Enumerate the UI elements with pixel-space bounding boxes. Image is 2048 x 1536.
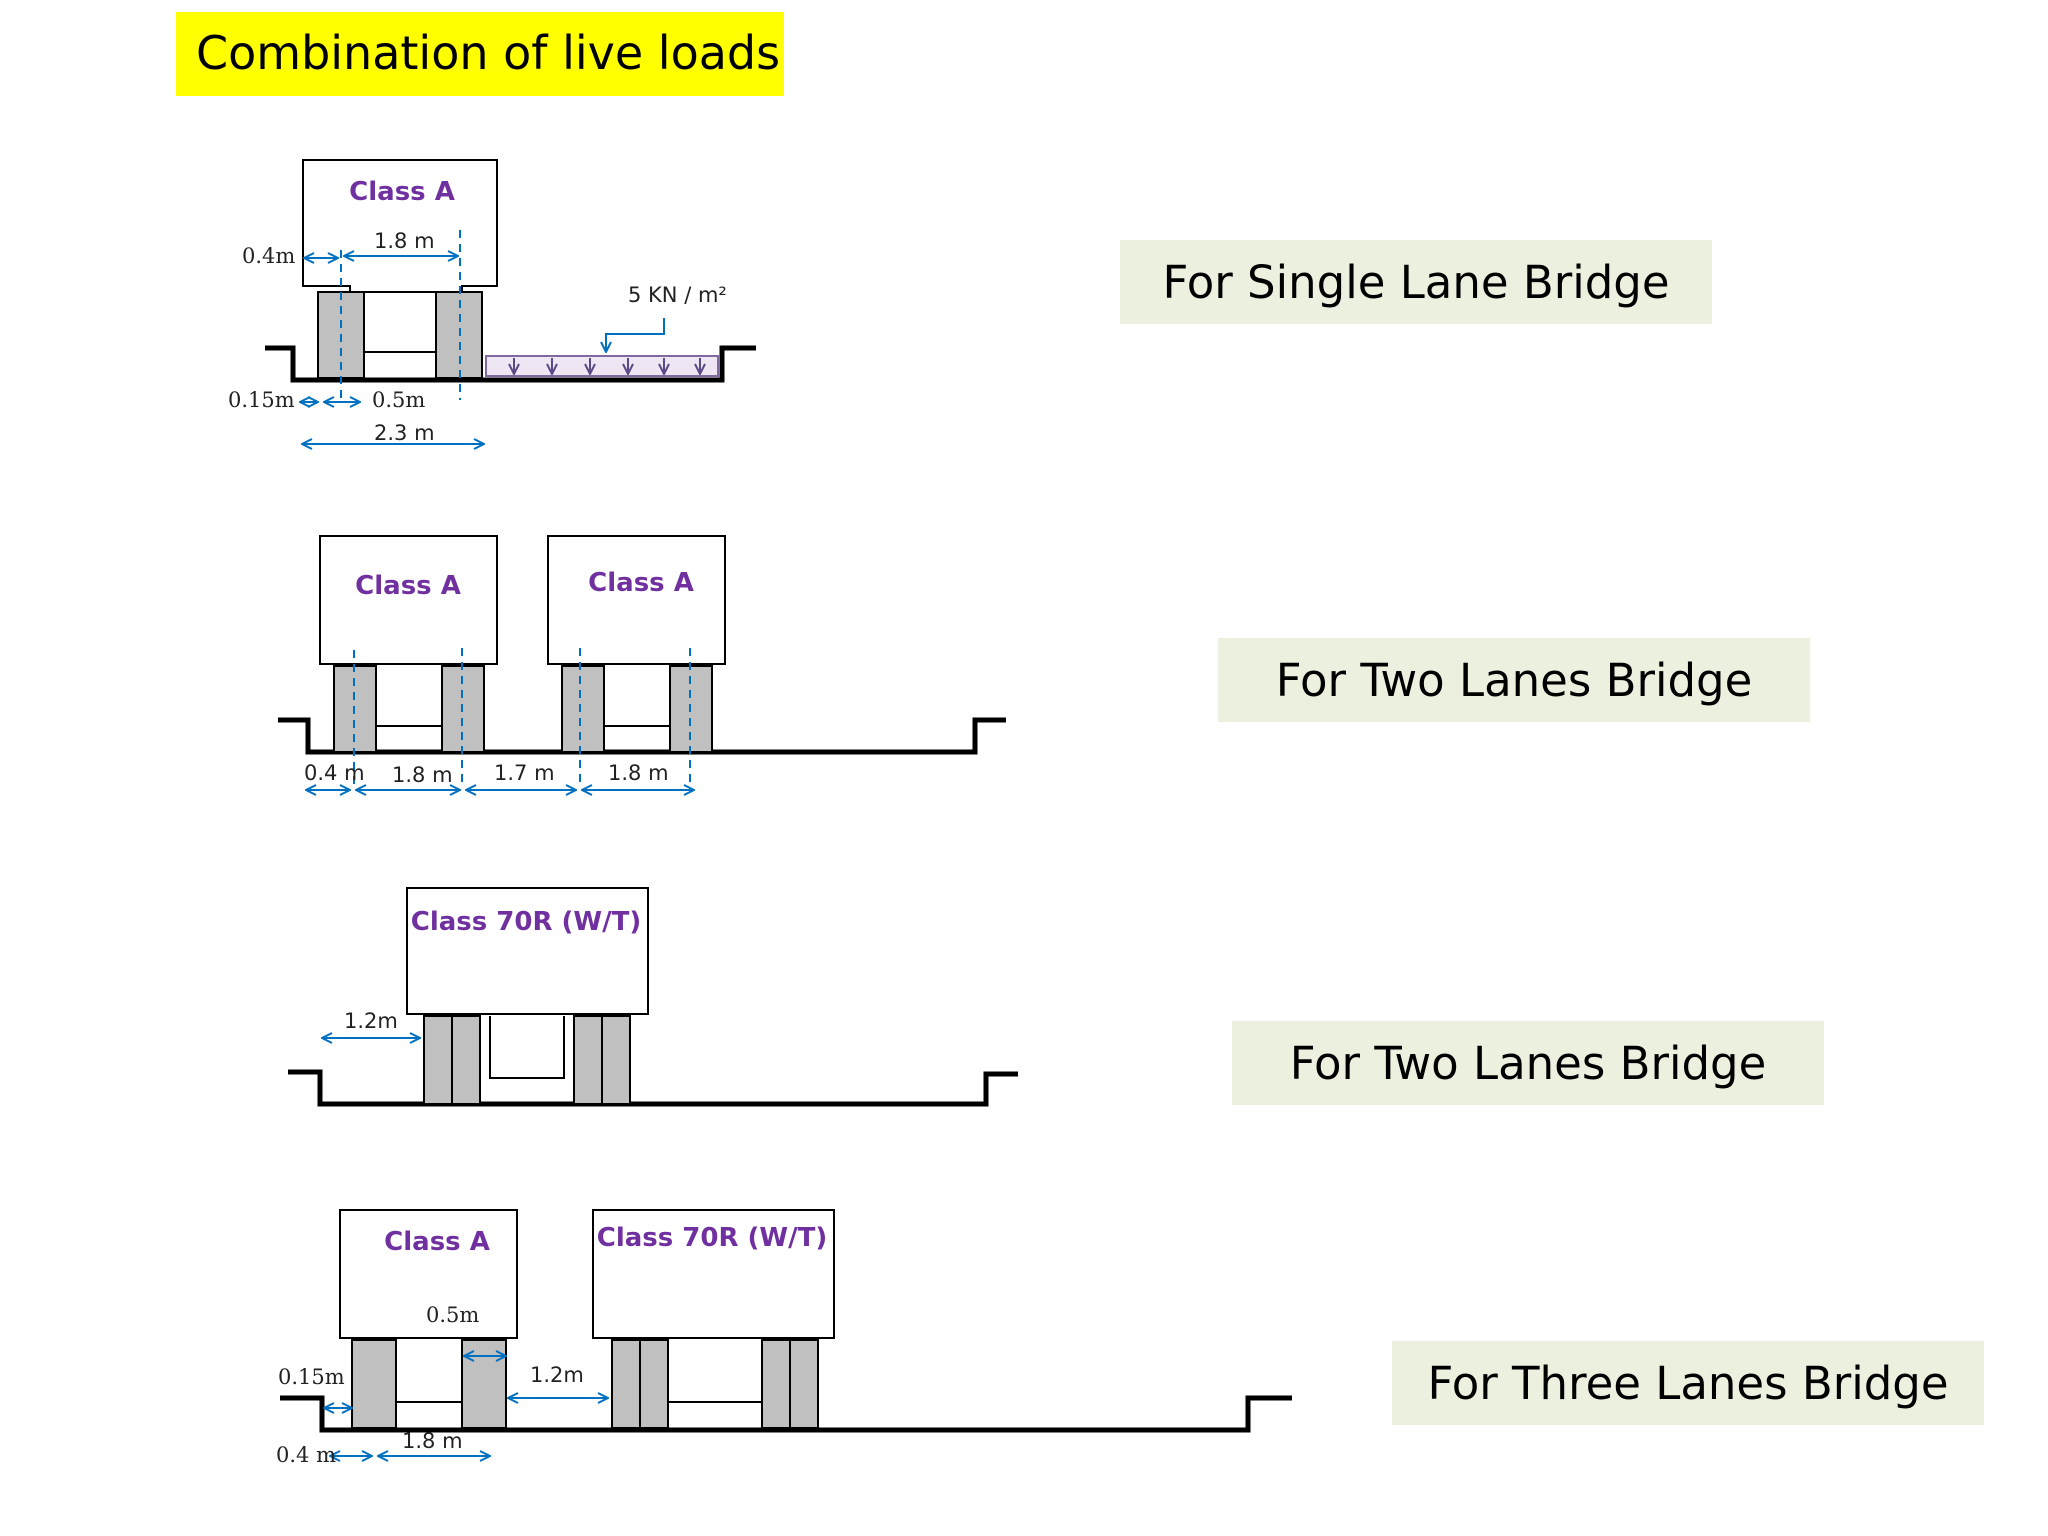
deck-outline <box>280 1395 1292 1433</box>
vehicle-label-class-70r: Class 70R (W/T) <box>597 1223 827 1253</box>
dim-label-1-8: 1.8 m <box>402 1429 463 1453</box>
truck-body-class-a-right <box>547 535 726 665</box>
truck-axle-gap <box>363 292 437 353</box>
truck-axle-gap <box>489 1016 565 1079</box>
truck-axle-gap <box>603 664 671 727</box>
page-title: Combination of live loads <box>196 26 781 80</box>
dim-label-0-5: 0.5m <box>372 388 425 412</box>
panel-three-lanes: Class A Class 70R (W/T) 0.5m 0.15m 1.2m … <box>276 1209 1292 1467</box>
truck-body-class-a <box>339 1209 518 1339</box>
truck-axle-gap <box>667 1340 763 1403</box>
wheel <box>351 1339 397 1429</box>
panel-two-lanes-class-a: Class A Class A 0.4 m 1.8 m 1.7 m 1.8 m <box>278 535 1006 790</box>
vehicle-label: Class 70R (W/T) <box>411 907 641 937</box>
vehicle-label: Class A <box>349 177 455 207</box>
dim-label-0-4: 0.4 m <box>276 1443 336 1467</box>
truck-body-class-70r <box>592 1209 835 1339</box>
udl-arrows <box>514 358 700 374</box>
dim-label-0-5: 0.5m <box>426 1303 479 1327</box>
title-banner: Combination of live loads <box>176 12 784 96</box>
dim-label-1-8: 1.8 m <box>374 229 435 253</box>
dim-label-0-4: 0.4 m <box>304 761 365 785</box>
dim-label-2-3: 2.3 m <box>374 421 435 445</box>
caption-three-lanes: For Three Lanes Bridge <box>1392 1341 1984 1425</box>
deck-outline <box>278 717 1006 755</box>
vehicle-label-class-a: Class A <box>384 1227 490 1257</box>
panel-two-lanes-class-70r: Class 70R (W/T) 1.2m <box>288 887 1018 1107</box>
truck-axle-gap <box>395 1340 463 1403</box>
wheel <box>461 1339 507 1429</box>
dim-label-0-15: 0.15m <box>278 1365 345 1389</box>
panel-single-lane: 5 KN / m² Class A 0.4m 1.8 m 0.15m 0.5m … <box>228 159 756 445</box>
truck-body-class-a-left <box>319 535 498 665</box>
udl-band <box>485 355 719 377</box>
dim-label-1-8-right: 1.8 m <box>608 761 669 785</box>
udl-label: 5 KN / m² <box>628 283 727 307</box>
truck-axle-gap <box>375 664 443 727</box>
dim-label-0-4: 0.4m <box>242 244 295 268</box>
vehicle-label-right: Class A <box>588 568 694 598</box>
wheel <box>561 665 605 753</box>
deck-outline <box>288 1069 1018 1107</box>
dim-label-1-7: 1.7 m <box>494 761 555 785</box>
dim-label-1-8-left: 1.8 m <box>392 763 453 787</box>
vehicle-label-left: Class A <box>355 571 461 601</box>
caption-two-lanes-class-70r: For Two Lanes Bridge <box>1232 1021 1824 1105</box>
dim-label-1-2: 1.2m <box>530 1363 584 1387</box>
deck-outline <box>265 345 756 383</box>
truck-body-class-70r <box>406 887 649 1015</box>
dim-label-1-2: 1.2m <box>344 1009 398 1033</box>
caption-single-lane: For Single Lane Bridge <box>1120 240 1712 324</box>
caption-two-lanes-class-a: For Two Lanes Bridge <box>1218 638 1810 722</box>
dim-label-0-15: 0.15m <box>228 388 295 412</box>
udl-pointer <box>606 318 665 352</box>
